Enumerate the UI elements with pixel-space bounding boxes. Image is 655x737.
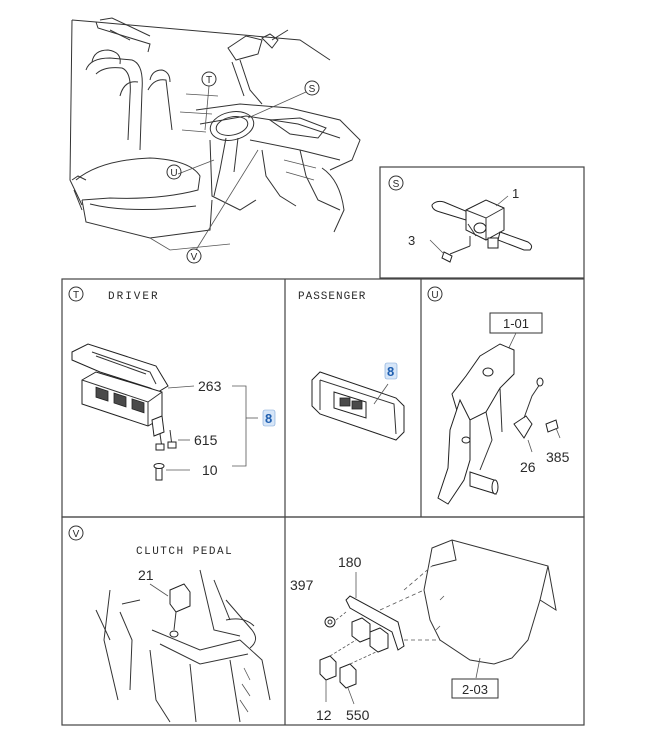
callout-v-overview: V — [186, 248, 202, 264]
callout-v-panel: V — [68, 525, 84, 541]
svg-text:U: U — [170, 168, 177, 179]
relay-bracket-illustration — [319, 539, 557, 705]
callout-u-overview: U — [166, 164, 182, 180]
label-part-385: 385 — [546, 449, 570, 465]
combination-switch-illustration — [429, 195, 533, 263]
label-part-8-driver[interactable]: 8 — [265, 411, 272, 426]
driver-window-switch-illustration — [71, 343, 258, 481]
clutch-pedal-heading: CLUTCH PEDAL — [136, 546, 233, 558]
svg-text:T: T — [73, 290, 79, 301]
callout-t-panel: T — [68, 286, 84, 302]
svg-text:V: V — [191, 252, 198, 263]
label-part-12: 12 — [316, 707, 332, 723]
label-part-263: 263 — [198, 378, 222, 394]
driver-part-8-highlight — [262, 409, 276, 427]
driver-heading: DRIVER — [108, 291, 160, 303]
label-part-1: 1 — [512, 186, 519, 201]
label-part-21: 21 — [138, 567, 154, 583]
label-part-550: 550 — [346, 707, 370, 723]
ref-label-2-03: 2-03 — [462, 682, 488, 697]
label-part-397: 397 — [290, 577, 314, 593]
label-part-180: 180 — [338, 554, 362, 570]
passenger-heading: PASSENGER — [298, 291, 366, 303]
ref-label-1-01: 1-01 — [503, 316, 529, 331]
svg-text:S: S — [393, 179, 400, 190]
label-part-3: 3 — [408, 233, 415, 248]
label-part-615: 615 — [194, 432, 218, 448]
callout-s-panel: S — [388, 175, 404, 191]
ref-box-2-03 — [451, 678, 499, 699]
svg-text:S: S — [309, 84, 316, 95]
label-part-26: 26 — [520, 459, 536, 475]
interior-overview-illustration — [69, 17, 361, 251]
row-three-frame — [61, 516, 585, 726]
callout-u-panel: U — [427, 286, 443, 302]
pedal-bracket-illustration — [437, 332, 561, 505]
label-part-10: 10 — [202, 462, 218, 478]
clutch-switch-illustration — [95, 569, 271, 723]
svg-text:U: U — [431, 290, 438, 301]
callout-s-overview: S — [304, 80, 320, 96]
svg-text:T: T — [206, 75, 212, 86]
passenger-part-8-highlight — [384, 362, 398, 380]
callout-t-overview: T — [201, 71, 217, 87]
passenger-window-switch-illustration — [311, 371, 405, 441]
panel-s-frame — [379, 166, 585, 279]
svg-text:V: V — [73, 529, 80, 540]
label-part-8-passenger[interactable]: 8 — [387, 364, 394, 379]
